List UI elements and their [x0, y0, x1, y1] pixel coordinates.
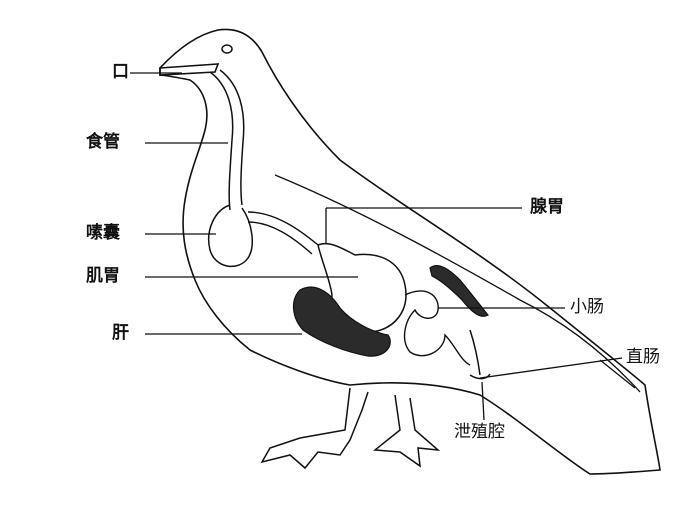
- leader-cloaca: [481, 381, 485, 421]
- left-leg: [260, 387, 369, 470]
- label-liver: 肝: [112, 323, 129, 343]
- leader-rectum: [479, 357, 623, 379]
- esophagus-tube-inner: [219, 69, 245, 206]
- tail-feather: [599, 359, 636, 389]
- small-intestine-dark: [429, 265, 489, 317]
- gizzard-shape: [317, 243, 407, 333]
- liver-shape: [293, 286, 391, 357]
- esophagus-tube: [209, 71, 234, 211]
- label-rectum: 直肠: [626, 347, 660, 367]
- small-intestine-loops: [403, 290, 471, 366]
- eye: [221, 44, 233, 54]
- crop-to-proventriculus: [247, 211, 319, 246]
- wing-line: [274, 174, 641, 393]
- crop-shape: [208, 204, 254, 268]
- label-small-intestine: 小肠: [570, 297, 604, 317]
- label-gizzard: 肌胃: [86, 266, 120, 286]
- label-mouth: 口: [112, 62, 129, 82]
- label-crop: 嗉囊: [86, 223, 120, 243]
- label-cloaca: 泄殖腔: [454, 422, 505, 442]
- right-leg: [373, 394, 441, 468]
- cloaca-shape: [469, 373, 491, 380]
- rectum-shape: [469, 329, 481, 376]
- label-proventriculus: 腺胃: [530, 197, 564, 217]
- label-esophagus: 食管: [86, 132, 120, 152]
- bird-body-outline: [159, 28, 661, 475]
- crop-to-proventriculus-inner: [247, 221, 313, 255]
